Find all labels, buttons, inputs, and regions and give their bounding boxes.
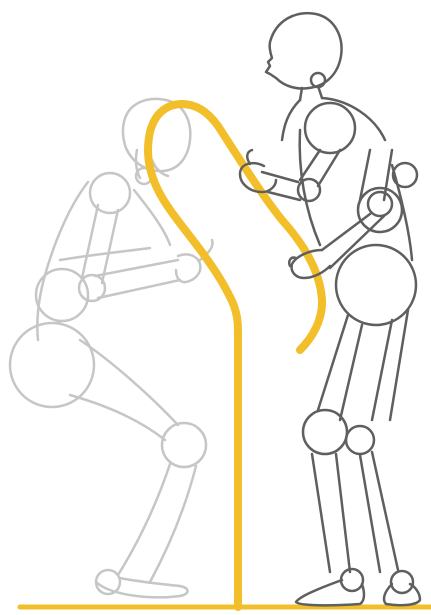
standing-mannequin	[240, 13, 420, 605]
seated-mannequin	[10, 99, 213, 597]
